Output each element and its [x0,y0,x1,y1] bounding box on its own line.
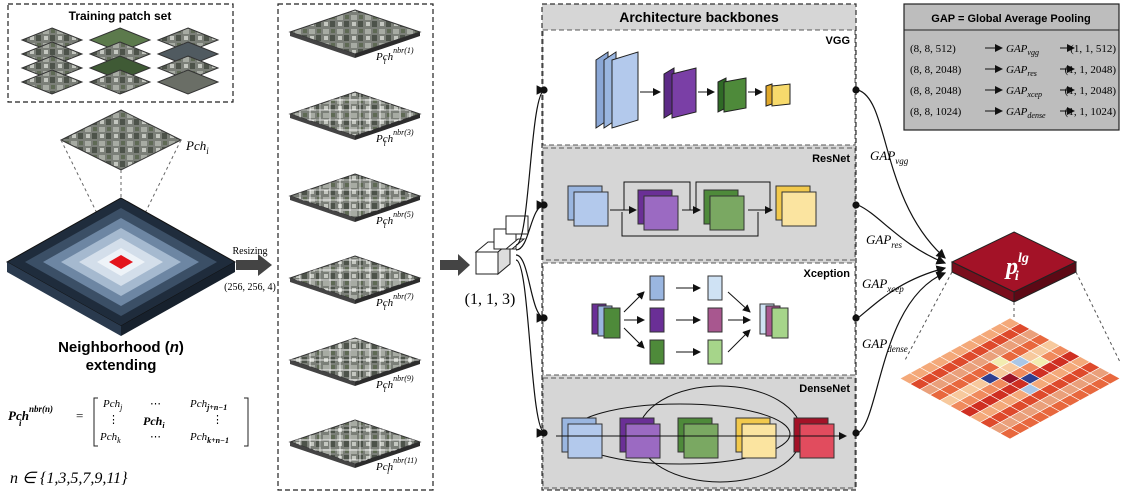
gap-label-res: GAPres [866,232,902,250]
xception-label: Xception [804,268,851,280]
stack-item: Pchnbr(1)i [288,9,422,66]
neighborhood-matrix: Pchnbr(n)i = Pchj ⋯ Pchj+n−1 ⋮ Pchi ⋮ Pc… [8,397,249,447]
gap-row: (8, 8, 1024) GAPdense (1, 1, 1024) [910,106,1116,120]
densenet-label: DenseNet [799,383,850,395]
svg-text:(8, 8, 2048): (8, 8, 2048) [910,64,962,76]
svg-text:GAPdense: GAPdense [1006,106,1046,120]
training-title: Training patch set [69,9,172,23]
svg-text:Neighborhood (n): Neighborhood (n) [58,339,184,356]
svg-text:(256, 256, 4): (256, 256, 4) [224,282,276,293]
input-branches [515,85,547,438]
matrix-cell: Pchj+n−1 [189,398,227,412]
matrix-cell: Pchk+n−1 [189,431,229,445]
backbones-panel: Architecture backbones VGG ResNet [541,3,857,491]
xception-blocks [591,275,789,365]
stack-label: Pchnbr(7)i [375,292,414,312]
svg-text:(8, 8, 1024): (8, 8, 1024) [910,106,962,118]
stack-label: Pchnbr(1)i [375,46,414,66]
matrix-cell: ⋯ [150,431,161,443]
gap-row: (8, 8, 2048) GAPres (1, 1, 2048) [910,64,1116,78]
gap-curves [540,86,947,437]
gap-row: (8, 8, 512) GAPvgg (1, 1, 512) [910,43,1116,57]
resnet-label: ResNet [812,153,850,165]
svg-text:Pchnbr(n)i: Pchnbr(n)i [8,404,53,428]
vgg-blocks [595,51,791,129]
n-set: n ∈ {1,3,5,7,9,11} [10,470,128,487]
heatmap-cell [999,427,1021,440]
matrix-cell: Pchi [143,414,165,430]
svg-text:(1, 1, 2048): (1, 1, 2048) [1065,85,1117,97]
matrix-cell: ⋮ [212,414,223,426]
svg-text:(8, 8, 2048): (8, 8, 2048) [910,85,962,97]
backbones-title: Architecture backbones [619,9,779,25]
svg-text:(1, 1, 2048): (1, 1, 2048) [1065,64,1117,76]
input-arrow [440,254,470,276]
gap-label-vgg: GAPvgg [870,148,909,166]
svg-text:=: = [76,408,83,423]
matrix-cell: ⋯ [150,398,161,410]
vgg-panel [542,29,856,146]
stack-item: Pchnbr(5)i [288,173,422,230]
stack-item: Pchnbr(11)i [288,419,422,476]
svg-text:(8, 8, 512): (8, 8, 512) [910,43,956,55]
svg-text:(1, 1, 512): (1, 1, 512) [1070,43,1116,55]
resnet-blocks [567,181,817,237]
stack-item: Pchnbr(3)i [288,91,422,148]
svg-text:extending: extending [86,357,157,374]
gap-label-xcep: GAPxcep [862,276,904,294]
stack-label: Pchnbr(3)i [375,128,414,148]
gap-legend-title: GAP = Global Average Pooling [931,13,1090,25]
neighborhood-title: Neighborhood (n) extending [58,339,184,374]
output-heatmap [899,317,1121,440]
gap-labels: GAPvgg GAPres GAPxcep GAPdense [862,148,909,354]
matrix-cell: Pchk [99,431,121,445]
stack-label: Pchnbr(11)i [375,456,417,476]
svg-text:GAPvgg: GAPvgg [1006,43,1039,57]
gap-legend: GAP = Global Average Pooling (8, 8, 512)… [903,3,1120,131]
vgg-label: VGG [826,35,850,47]
stack-item: Pchnbr(7)i [288,255,422,312]
stack-label: Pchnbr(5)i [375,210,414,230]
gap-label-dense: GAPdense [862,336,908,354]
svg-text:Resizing: Resizing [233,246,268,257]
stack-label: Pchnbr(9)i [375,374,414,394]
densenet-blocks [556,385,847,483]
neighborhood-grid [5,197,237,336]
central-patch: Pchi [59,109,209,263]
svg-text:(1, 1, 1024): (1, 1, 1024) [1065,106,1117,118]
resizing-arrow: Resizing (256, 256, 4) [224,246,276,293]
neighborhood-stack: Pchnbr(1)iPchnbr(3)iPchnbr(5)iPchnbr(7)i… [277,3,434,491]
patch-label: Pchi [185,138,209,156]
center-cell [109,255,133,269]
svg-text:(1, 1, 3): (1, 1, 3) [465,291,516,308]
matrix-cell: Pchj [102,398,123,412]
training-patch-set: Training patch set [7,3,234,103]
gap-row: (8, 8, 2048) GAPxcep (1, 1, 2048) [910,85,1116,99]
svg-text:GAPres: GAPres [1006,64,1037,78]
stack-item: Pchnbr(9)i [288,337,422,394]
input-cube-group: (1, 1, 3) [440,215,529,308]
svg-text:GAPxcep: GAPxcep [1006,85,1042,99]
training-patches [20,27,220,95]
matrix-cell: ⋮ [108,414,119,426]
